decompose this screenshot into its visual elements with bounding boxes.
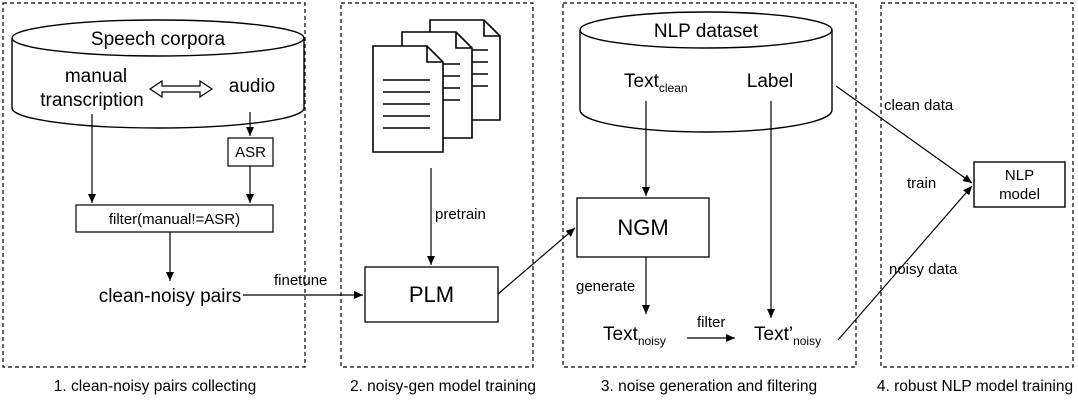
text-noisy2-label: Text’noisy bbox=[754, 324, 821, 348]
stage3-caption: 3. noise generation and filtering bbox=[601, 378, 817, 395]
text-noisy2-main: Text’ bbox=[754, 324, 793, 345]
nlp-dataset-title: NLP dataset bbox=[654, 21, 759, 42]
text-noisy2-sub: noisy bbox=[793, 334, 821, 348]
arrow-noisy-data bbox=[837, 185, 973, 341]
filter-box bbox=[75, 204, 274, 233]
plm-label: PLM bbox=[409, 282, 454, 307]
text-clean-main: Text bbox=[624, 71, 660, 92]
double-arrow-icon bbox=[148, 79, 214, 99]
noisy-data-label: noisy data bbox=[889, 261, 958, 278]
document-stack-icon bbox=[372, 19, 501, 153]
arrow-plm-to-ngm bbox=[497, 227, 576, 295]
stage2-frame bbox=[340, 2, 534, 368]
filter-noisy-label: filter bbox=[697, 314, 725, 331]
ngm-box bbox=[576, 197, 710, 258]
manual-label-line2: transcription bbox=[40, 90, 144, 111]
train-label: train bbox=[907, 175, 936, 192]
text-clean-label: Textclean bbox=[624, 71, 688, 95]
nlp-model-line1: NLP bbox=[1005, 167, 1034, 184]
stage1-caption: 1. clean-noisy pairs collecting bbox=[54, 378, 256, 395]
stage4-frame bbox=[880, 2, 1074, 368]
text-clean-sub: clean bbox=[659, 81, 688, 95]
manual-label-line1: manual bbox=[65, 66, 127, 87]
generate-label: generate bbox=[576, 278, 635, 295]
clean-noisy-pairs-label: clean-noisy pairs bbox=[99, 286, 242, 307]
clean-data-label: clean data bbox=[884, 97, 954, 114]
pretrain-label: pretrain bbox=[435, 206, 486, 223]
text-noisy-main: Text bbox=[603, 324, 639, 345]
filter-label: filter(manual!=ASR) bbox=[109, 211, 240, 228]
speech-corpora-title: Speech corpora bbox=[91, 29, 226, 50]
stage1-frame bbox=[2, 2, 306, 368]
nlp-dataset-cylinder bbox=[579, 11, 833, 133]
nlp-model-box bbox=[973, 161, 1066, 208]
nlp-model-line2: model bbox=[999, 186, 1040, 203]
ngm-label: NGM bbox=[617, 215, 668, 240]
text-noisy-sub: noisy bbox=[638, 334, 666, 348]
label-label: Label bbox=[747, 71, 794, 92]
stage4-caption: 4. robust NLP model training bbox=[877, 378, 1073, 395]
plm-box bbox=[364, 266, 499, 323]
audio-label: audio bbox=[229, 76, 276, 97]
stage2-caption: 2. noisy-gen model training bbox=[350, 378, 536, 395]
arrow-clean-data bbox=[835, 85, 973, 184]
asr-label: ASR bbox=[235, 144, 266, 161]
finetune-label: finetune bbox=[274, 272, 327, 289]
text-noisy-label: Textnoisy bbox=[603, 324, 666, 348]
